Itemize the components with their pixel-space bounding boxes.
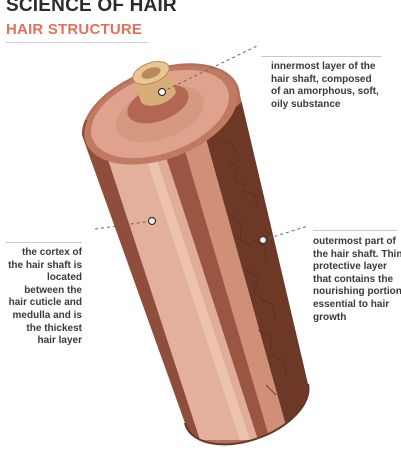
page-title: SCIENCE OF HAIR [6, 0, 177, 16]
page-subtitle: HAIR STRUCTURE [6, 21, 143, 38]
cuticle-callout-line [262, 225, 309, 241]
cuticle-texture [219, 139, 287, 396]
medulla-label-rule [261, 56, 381, 57]
cortex-description: the cortex of the hair shaft is located … [8, 247, 82, 347]
medulla-description: innermost layer of the hair shaft, compo… [271, 61, 379, 110]
cortex-label-rule [6, 242, 82, 243]
hair-shaft-top-face [84, 65, 238, 165]
medulla-core [132, 61, 176, 106]
cuticle-marker [258, 235, 268, 245]
cortex-marker [147, 216, 157, 226]
subtitle-underline [6, 42, 149, 43]
cuticle-description: outermost part of the hair shaft. Thin p… [313, 236, 401, 323]
medulla-marker [157, 87, 167, 97]
cuticle-label-rule [313, 230, 397, 231]
